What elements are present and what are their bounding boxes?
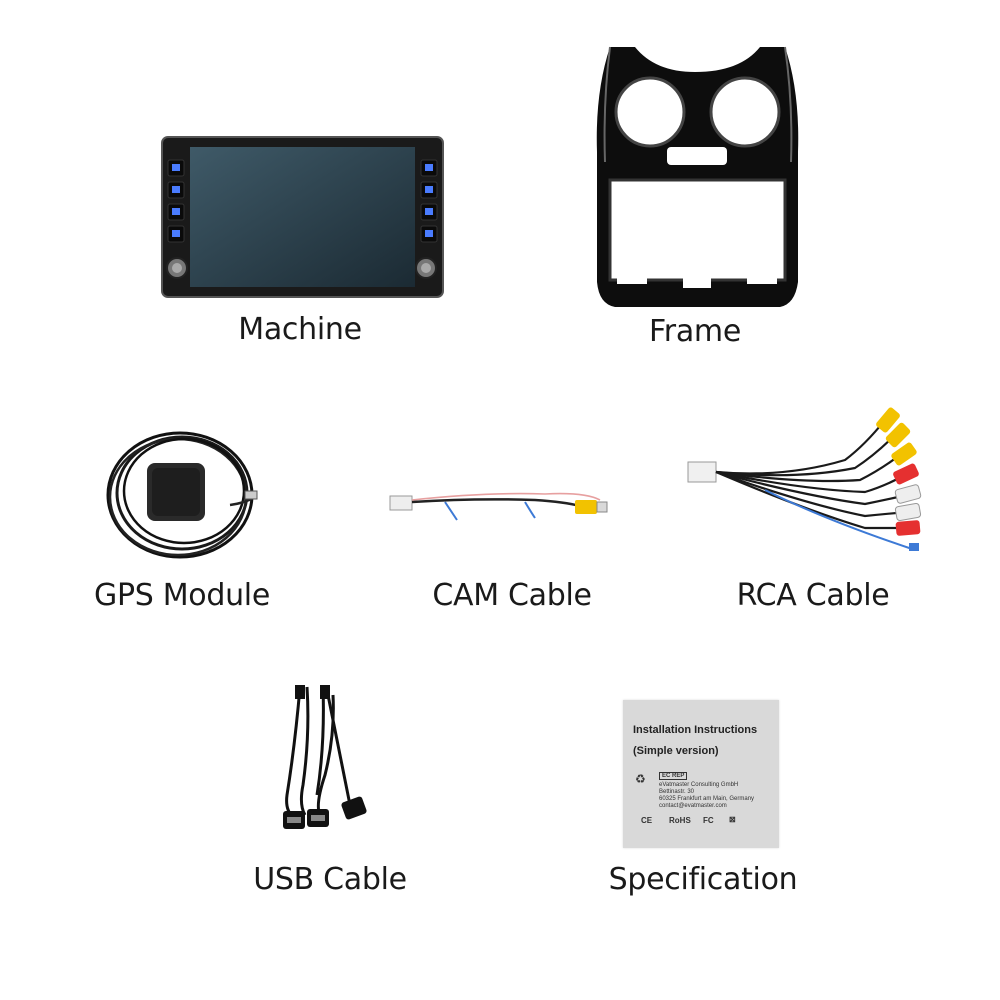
spec-street: Bettinastr. 30 [659, 789, 695, 795]
fc-mark: FC [703, 816, 714, 825]
cam-cable-item: CAM Cable [385, 480, 620, 625]
spec-card: Installation Instructions (Simple versio… [623, 700, 779, 848]
ce-mark: CE [641, 816, 653, 825]
machine-image [161, 136, 444, 298]
rca-cable-image [687, 407, 922, 551]
gps-module-image [106, 431, 258, 559]
cam-cable-image [389, 492, 608, 521]
cam-cable-label: CAM Cable [432, 578, 592, 613]
frame-label: Frame [649, 314, 741, 349]
spec-company: eVatmaster Consulting GmbH [659, 782, 739, 788]
machine-label: Machine [238, 312, 362, 347]
ec-rep-badge: EC REP [659, 772, 688, 780]
spec-title-line1: Installation Instructions [633, 724, 758, 736]
frame-item: Frame [595, 42, 800, 349]
gps-module-label: GPS Module [93, 578, 271, 613]
recycle-icon: ♻ [635, 772, 646, 786]
rohs-mark: RoHS [669, 816, 691, 825]
spec-title-line2: (Simple version) [633, 745, 719, 757]
weee-bin-icon: ⊠ [729, 815, 736, 824]
machine-item: Machine [160, 135, 445, 347]
spec-email: contact@evatmaster.com [659, 803, 727, 809]
rca-cable-item: RCA Cable [685, 400, 945, 625]
spec-city: 60325 Frankfurt am Main, Germany [659, 796, 755, 802]
usb-cable-item: USB Cable [253, 685, 407, 900]
frame-image [596, 46, 799, 307]
usb-cable-label: USB Cable [253, 862, 407, 897]
rca-cable-label: RCA Cable [736, 578, 890, 613]
usb-cable-image [283, 685, 367, 829]
specification-label: Specification [608, 862, 798, 897]
gps-module-item: GPS Module [90, 425, 280, 625]
